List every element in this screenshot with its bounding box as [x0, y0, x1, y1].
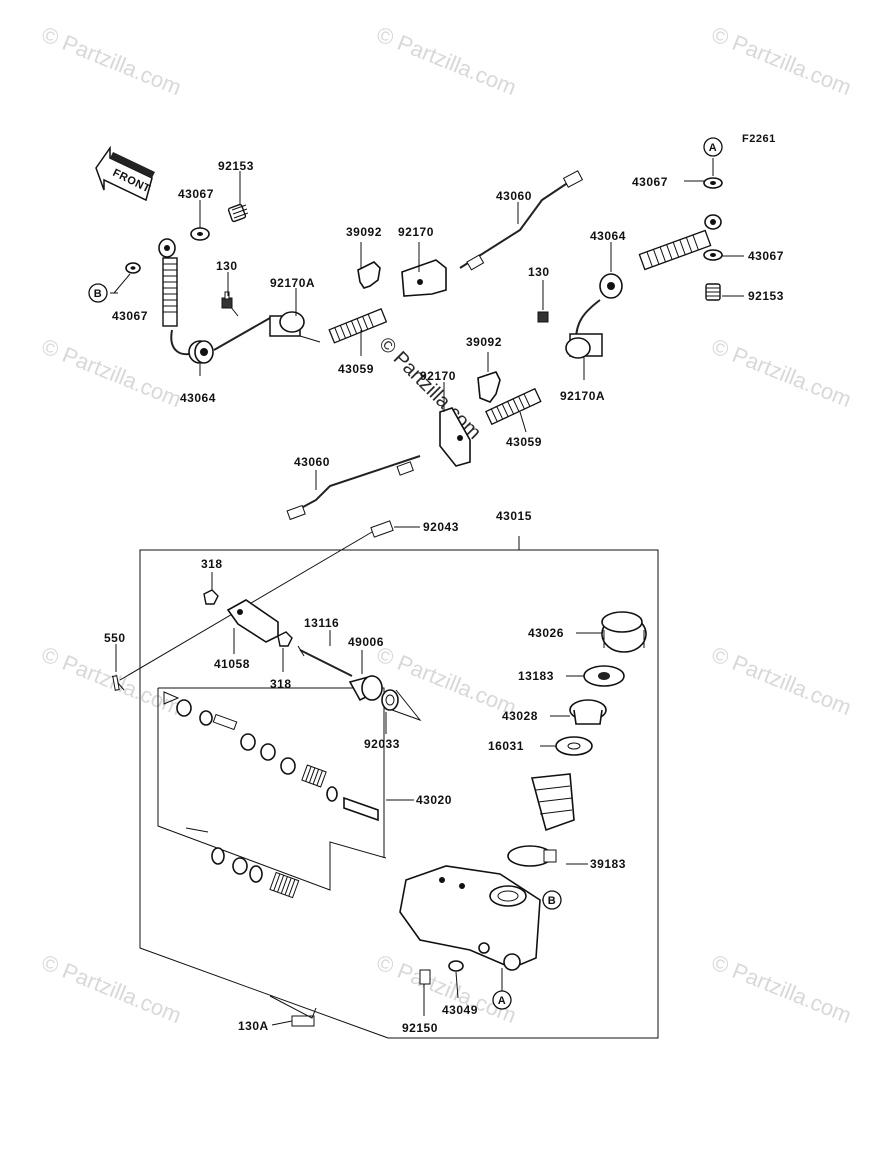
part-label-39183: 39183 [590, 857, 626, 871]
part-label-130-right: 130 [528, 265, 550, 279]
callout-a-top: A [703, 137, 723, 157]
part-label-318-top: 318 [201, 557, 223, 571]
watermark-text: © Partzilla.com [708, 21, 855, 100]
part-label-43060-bot: 43060 [294, 455, 330, 469]
part-label-43020: 43020 [416, 793, 452, 807]
watermark-text: © Partzilla.com [38, 641, 185, 720]
callout-b-left: B [88, 283, 108, 303]
part-label-550: 550 [104, 631, 126, 645]
pin-92043 [119, 520, 394, 681]
watermark-text: © Partzilla.com [38, 333, 185, 412]
part-labels: 92153 43067 43067 130 92170A 43064 39092… [104, 159, 784, 1035]
top-center-fittings [328, 170, 584, 344]
part-label-43064-right: 43064 [590, 229, 626, 243]
part-label-43015: 43015 [496, 509, 532, 523]
part-label-41058: 41058 [214, 657, 250, 671]
callout-b-label: B [548, 895, 556, 907]
part-label-13183: 13183 [518, 669, 554, 683]
part-label-92153-left: 92153 [218, 159, 254, 173]
master-cylinder-box [139, 536, 659, 1039]
part-label-43067-left-bot: 43067 [112, 309, 148, 323]
part-label-92153-right: 92153 [748, 289, 784, 303]
watermark-text: © Partzilla.com [708, 949, 855, 1028]
part-label-43026: 43026 [528, 626, 564, 640]
part-label-43064-left: 43064 [180, 391, 216, 405]
part-label-92170A-left: 92170A [270, 276, 315, 290]
part-label-92170-top: 92170 [398, 225, 434, 239]
reservoir-group [507, 611, 647, 867]
watermark-text: © Partzilla.com [708, 333, 855, 412]
clevis-group [111, 589, 293, 691]
part-label-43067-right-mid: 43067 [748, 249, 784, 263]
part-label-43067-right-top: 43067 [632, 175, 668, 189]
part-label-13116: 13116 [304, 616, 339, 630]
part-label-43049: 43049 [442, 1003, 478, 1017]
kit-43020 [176, 699, 379, 899]
part-label-39092-mid: 39092 [466, 335, 502, 349]
part-label-39092-top: 39092 [346, 225, 382, 239]
part-label-130-top: 130 [216, 259, 238, 273]
part-label-43059-mid: 43059 [506, 435, 542, 449]
callout-a-label: A [498, 995, 506, 1007]
callout-a-body: A [492, 990, 512, 1010]
watermark-text: © Partzilla.com [708, 641, 855, 720]
front-arrow-icon: FRONT [95, 145, 155, 202]
figure-code: F2261 [742, 133, 776, 145]
leader-lines [110, 158, 744, 1026]
callout-b-label: B [94, 288, 102, 300]
part-label-92043: 92043 [423, 520, 459, 534]
part-label-43028: 43028 [502, 709, 538, 723]
part-label-43059-top: 43059 [338, 362, 374, 376]
pushrod-group [297, 645, 422, 722]
part-label-49006: 49006 [348, 635, 384, 649]
part-label-16031: 16031 [488, 739, 524, 753]
part-label-43060-top: 43060 [496, 189, 532, 203]
part-label-92170A-right: 92170A [560, 389, 605, 403]
watermark-text: © Partzilla.com [38, 21, 185, 100]
part-label-92150: 92150 [402, 1021, 438, 1035]
callout-b-body: B [542, 890, 562, 910]
middle-fittings [286, 371, 542, 521]
left-hose-assembly [125, 203, 321, 364]
part-label-130A: 130A [238, 1019, 269, 1033]
part-label-92033: 92033 [364, 737, 400, 751]
part-label-92170-mid: 92170 [420, 369, 456, 383]
master-cylinder-body [269, 865, 541, 1027]
right-hose-assembly [537, 177, 723, 359]
watermark-text: © Partzilla.com [373, 21, 520, 100]
watermark-text: © Partzilla.com [38, 949, 185, 1028]
part-label-318-bot: 318 [270, 677, 292, 691]
watermark-center-text: © Partzilla.com [374, 333, 485, 444]
callout-a-label: A [709, 142, 717, 154]
part-label-43067-left-top: 43067 [178, 187, 214, 201]
